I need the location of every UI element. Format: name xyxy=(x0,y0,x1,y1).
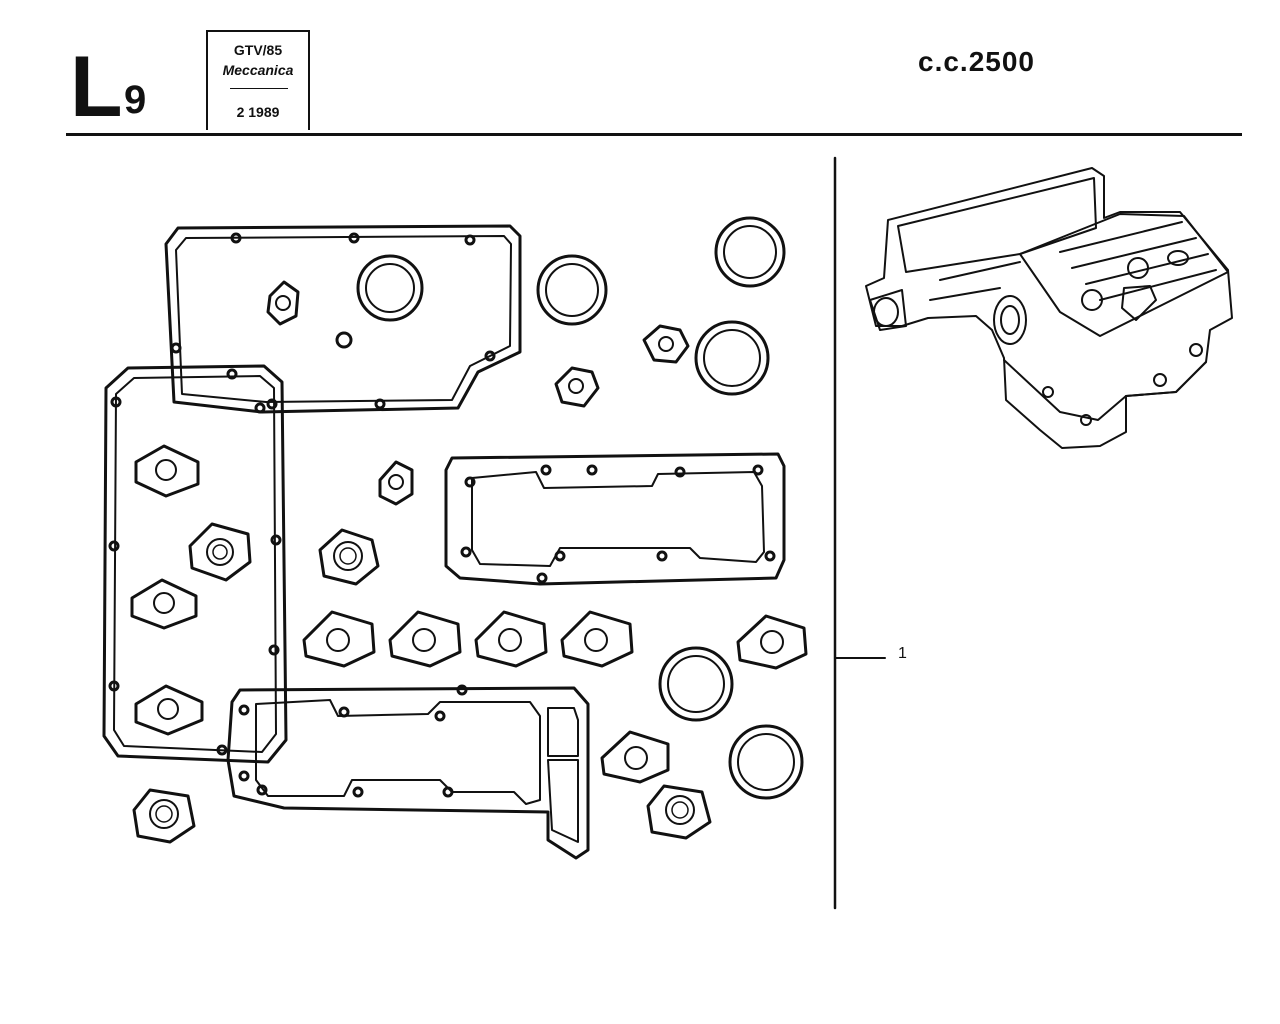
model-info-box: GTV/85 Meccanica 2 1989 xyxy=(206,30,310,130)
edition-date: 2 1989 xyxy=(236,104,280,120)
small-gaskets xyxy=(378,324,690,506)
port-gaskets xyxy=(132,528,808,844)
model-label: GTV/85 xyxy=(233,42,283,58)
header-rule xyxy=(66,133,1242,136)
side-cover-gasket xyxy=(102,364,288,764)
intake-manifold-gasket xyxy=(444,452,786,586)
section-number: 9 xyxy=(124,78,147,122)
exhaust-manifold-gasket xyxy=(226,684,590,860)
box-divider xyxy=(230,88,288,89)
o-ring-seals xyxy=(536,216,804,800)
callout-number-1: 1 xyxy=(898,645,907,662)
upper-plate-gasket xyxy=(164,224,522,414)
category-label: Meccanica xyxy=(222,62,294,78)
section-letter: L xyxy=(70,39,123,135)
engine-displacement: c.c.2500 xyxy=(918,46,1035,77)
engine-thumbnail xyxy=(865,167,1233,449)
